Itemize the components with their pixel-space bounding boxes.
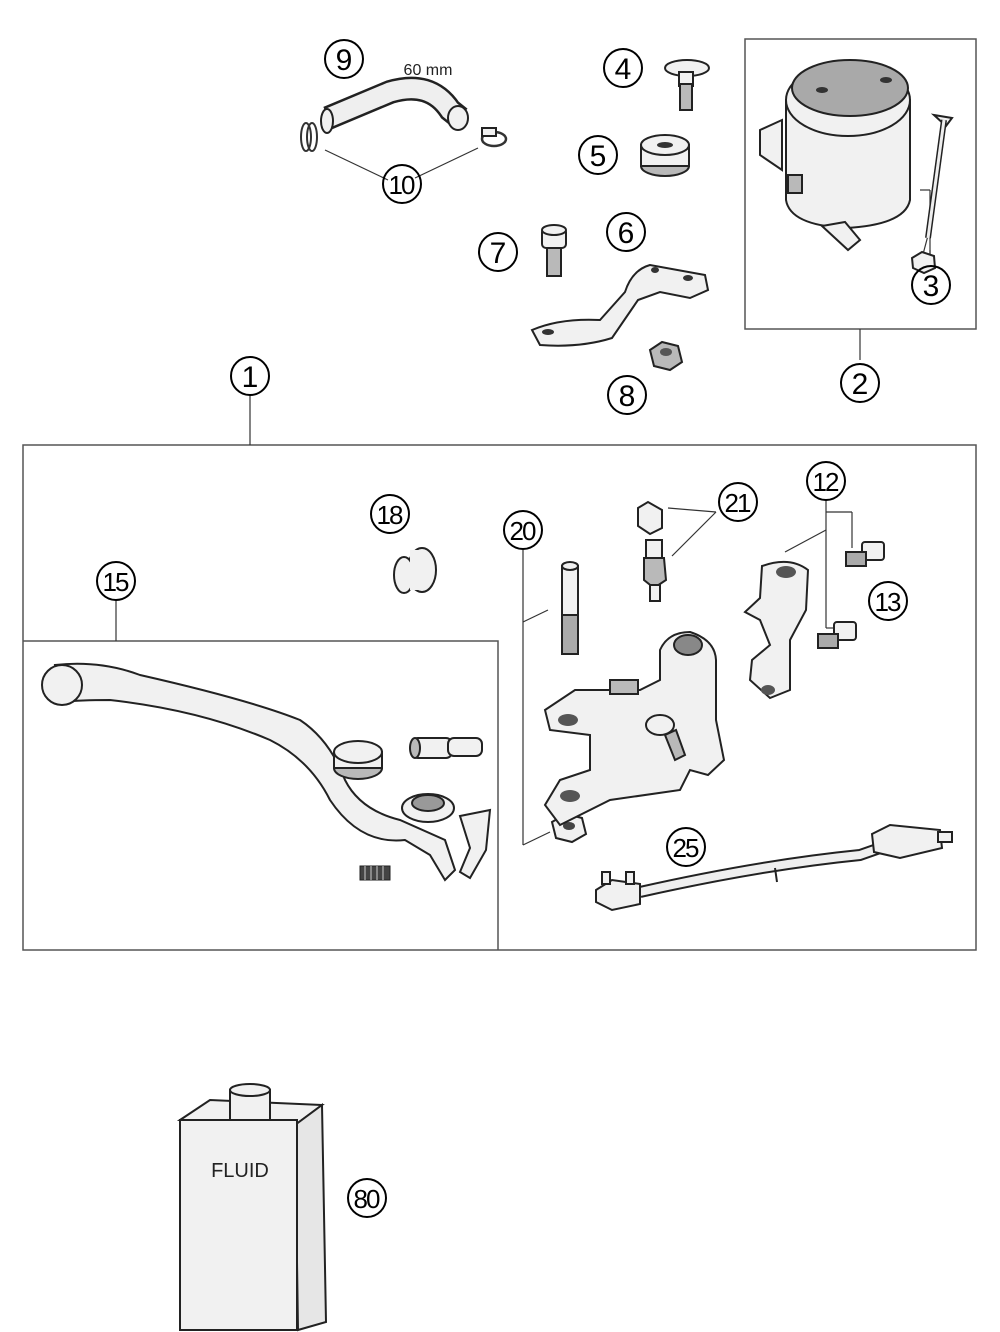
hand-lever-sub-box bbox=[23, 640, 499, 950]
leader-lines bbox=[115, 147, 931, 846]
callout-1: 1 bbox=[230, 356, 270, 396]
callout-10: 10 bbox=[382, 164, 422, 204]
reservoir-bracket-part bbox=[530, 263, 710, 347]
fluid-label: FLUID bbox=[211, 1160, 269, 1182]
hand-brake-lever-part bbox=[41, 662, 492, 882]
callout-18: 18 bbox=[370, 494, 410, 534]
svg-text:25: 25 bbox=[673, 833, 699, 863]
callout-15: 15 bbox=[96, 561, 136, 601]
callout-20: 20 bbox=[503, 510, 543, 550]
callout-25: 25 bbox=[666, 827, 706, 867]
callout-4: 4 bbox=[603, 48, 643, 88]
pivot-bushing-part bbox=[401, 793, 455, 823]
bleed-valve-part bbox=[643, 539, 668, 602]
reservoir-cap-screw-part bbox=[664, 59, 710, 111]
hose-part: 60 mm bbox=[320, 62, 469, 134]
adjuster-knob-part bbox=[333, 740, 383, 780]
brake-fluid-bottle-part: FLUID bbox=[176, 1083, 328, 1332]
svg-text:5: 5 bbox=[590, 140, 607, 173]
callout-5: 5 bbox=[578, 135, 618, 175]
callout-8: 8 bbox=[607, 375, 647, 415]
grommet-part bbox=[640, 134, 690, 177]
svg-text:80: 80 bbox=[354, 1184, 380, 1214]
pivot-stud-part bbox=[561, 561, 579, 655]
svg-text:6: 6 bbox=[618, 217, 635, 250]
svg-text:18: 18 bbox=[377, 500, 403, 530]
callout-13: 13 bbox=[868, 581, 908, 621]
callout-7: 7 bbox=[478, 232, 518, 272]
callout-80: 80 bbox=[347, 1178, 387, 1218]
lever-spring-part bbox=[359, 865, 391, 881]
svg-text:12: 12 bbox=[813, 467, 839, 497]
svg-text:2: 2 bbox=[852, 368, 869, 401]
bracket-nut-part bbox=[648, 340, 684, 372]
reservoir-screw-and-nut-part bbox=[910, 113, 954, 275]
callout-12: 12 bbox=[806, 461, 846, 501]
svg-text:15: 15 bbox=[103, 567, 129, 597]
svg-text:7: 7 bbox=[490, 237, 507, 270]
svg-text:21: 21 bbox=[725, 488, 751, 518]
brake-light-switch-part bbox=[595, 823, 953, 912]
callout-9: 9 bbox=[324, 39, 364, 79]
svg-text:13: 13 bbox=[875, 587, 901, 617]
svg-text:10: 10 bbox=[389, 170, 415, 200]
svg-text:3: 3 bbox=[923, 270, 940, 303]
svg-text:20: 20 bbox=[510, 516, 536, 546]
callout-21: 21 bbox=[718, 482, 758, 522]
bleed-valve-cap-part bbox=[637, 500, 663, 536]
dust-plug-part bbox=[393, 547, 437, 594]
hose-clip-right bbox=[480, 127, 508, 148]
master-cylinder-assembly-box bbox=[22, 444, 977, 951]
clamp-screw-lower-part bbox=[817, 621, 857, 649]
lever-pin-part bbox=[409, 737, 483, 759]
svg-text:4: 4 bbox=[615, 53, 632, 86]
svg-text:9: 9 bbox=[336, 44, 353, 77]
svg-text:1: 1 bbox=[242, 361, 259, 394]
bracket-screw-part bbox=[541, 224, 567, 277]
master-cylinder-body-part bbox=[543, 630, 726, 827]
handlebar-clamp-part bbox=[743, 560, 810, 700]
hose-length-label: 60 mm bbox=[404, 62, 453, 79]
brake-fluid-reservoir-part bbox=[759, 59, 911, 252]
hose-clip-left bbox=[300, 122, 318, 152]
svg-text:8: 8 bbox=[619, 380, 636, 413]
clamp-screw-upper-part bbox=[845, 541, 885, 567]
callout-2: 2 bbox=[840, 363, 880, 403]
callout-3: 3 bbox=[911, 265, 951, 305]
callout-6: 6 bbox=[606, 212, 646, 252]
